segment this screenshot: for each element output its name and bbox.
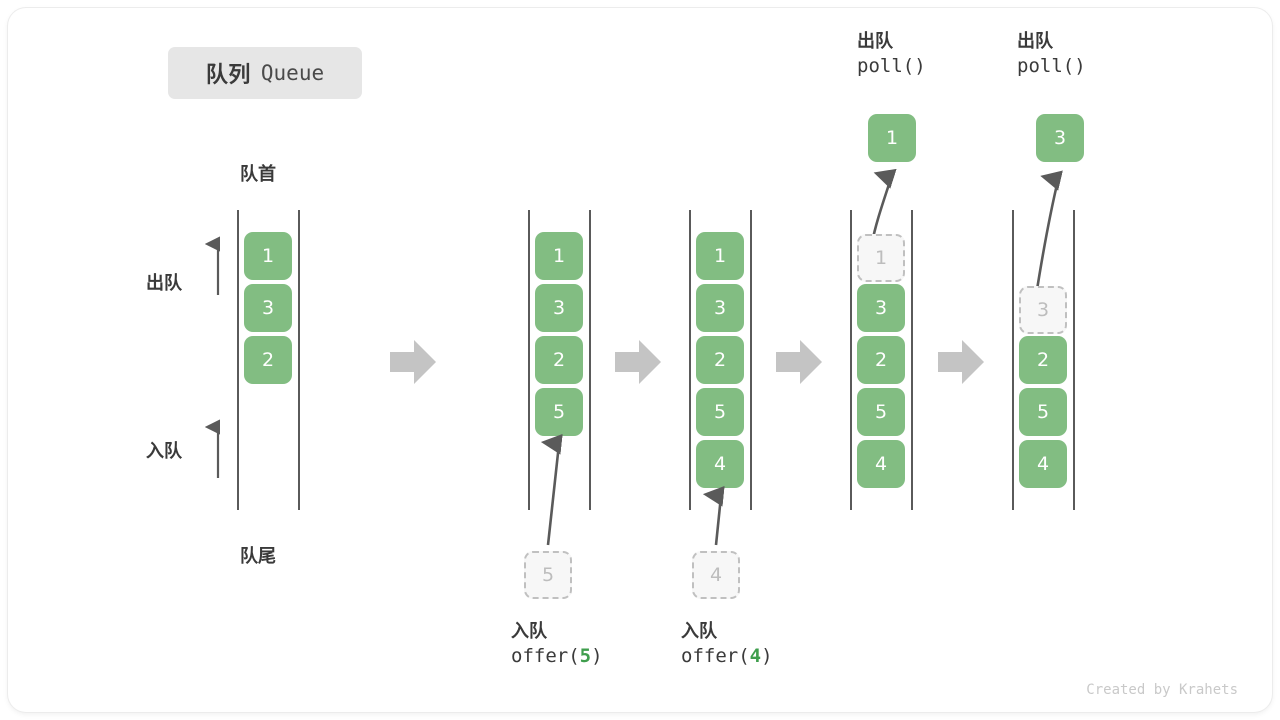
- queue-rail-right-5: [1073, 210, 1075, 510]
- operation-code: poll(): [1017, 55, 1086, 78]
- queue-element: 1: [244, 232, 292, 280]
- step-arrow-icon: [390, 340, 436, 384]
- queue-element: 3: [535, 284, 583, 332]
- operation-cn: 入队: [681, 621, 717, 642]
- popped-element: 1: [868, 114, 916, 162]
- queue-element: 5: [696, 388, 744, 436]
- queue-rail-right-1: [298, 210, 300, 510]
- operation-label-offer-4: 入队 offer(4): [681, 620, 773, 670]
- queue-element: 3: [696, 284, 744, 332]
- queue-element-new: 5: [535, 388, 583, 436]
- title-cn: 队列: [205, 63, 251, 88]
- queue-element: 2: [535, 336, 583, 384]
- queue-rail-left-3: [689, 210, 691, 510]
- operation-cn: 出队: [857, 31, 893, 52]
- operation-code: offer(5): [511, 645, 603, 668]
- queue-element-new: 4: [696, 440, 744, 488]
- queue-front-label: 队首: [240, 164, 276, 185]
- queue-element: 5: [1019, 388, 1067, 436]
- footer-credit: Created by Krahets: [1086, 682, 1238, 698]
- queue-element: 2: [1019, 336, 1067, 384]
- operation-code: poll(): [857, 55, 926, 78]
- queue-element: 1: [696, 232, 744, 280]
- operation-label-offer-5: 入队 offer(5): [511, 620, 603, 670]
- operation-cn: 入队: [511, 621, 547, 642]
- removed-element-ghost: 1: [857, 234, 905, 282]
- queue-rail-right-2: [589, 210, 591, 510]
- queue-element: 5: [857, 388, 905, 436]
- operation-label-poll-3: 出队 poll(): [1017, 30, 1086, 80]
- popped-element: 3: [1036, 114, 1084, 162]
- operation-label-poll-1: 出队 poll(): [857, 30, 926, 80]
- queue-element: 4: [857, 440, 905, 488]
- title-en: Queue: [260, 61, 325, 85]
- removed-element-ghost: 3: [1019, 286, 1067, 334]
- queue-element: 2: [696, 336, 744, 384]
- queue-rail-left-2: [528, 210, 530, 510]
- queue-element: 3: [857, 284, 905, 332]
- queue-rear-label: 队尾: [240, 546, 276, 567]
- enqueue-direction-label: 入队: [146, 441, 182, 462]
- dequeue-direction-label: 出队: [146, 273, 182, 294]
- queue-rail-left-5: [1012, 210, 1014, 510]
- queue-element: 3: [244, 284, 292, 332]
- step-arrow-icon: [615, 340, 661, 384]
- pending-element-ghost: 5: [524, 551, 572, 599]
- queue-element: 1: [535, 232, 583, 280]
- queue-element: 4: [1019, 440, 1067, 488]
- step-arrow-icon: [776, 340, 822, 384]
- queue-rail-left-1: [237, 210, 239, 510]
- step-arrow-icon: [938, 340, 984, 384]
- queue-element: 2: [244, 336, 292, 384]
- operation-cn: 出队: [1017, 31, 1053, 52]
- queue-rail-right-4: [911, 210, 913, 510]
- operation-code: offer(4): [681, 645, 773, 668]
- title-badge: 队列 Queue: [168, 47, 362, 99]
- queue-rail-left-4: [850, 210, 852, 510]
- pending-element-ghost: 4: [692, 551, 740, 599]
- queue-rail-right-3: [750, 210, 752, 510]
- queue-element: 2: [857, 336, 905, 384]
